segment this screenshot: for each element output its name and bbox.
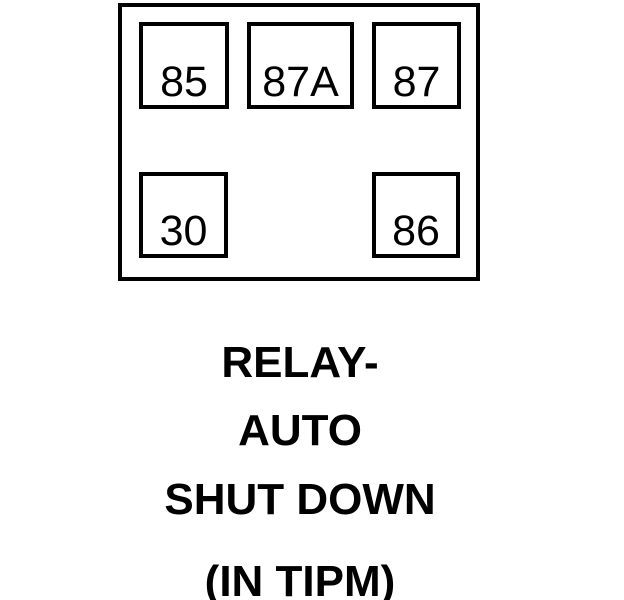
caption-line-auto: AUTO bbox=[238, 406, 362, 455]
caption-line-in-tipm: (IN TIPM) bbox=[204, 557, 396, 600]
pin-label-86: 86 bbox=[392, 207, 440, 255]
pin-square-85: 85 bbox=[139, 22, 229, 109]
pin-square-30: 30 bbox=[139, 172, 228, 258]
caption-line-shut-down: SHUT DOWN bbox=[164, 475, 436, 524]
pin-square-87a: 87A bbox=[247, 22, 354, 109]
caption-line-relay: RELAY- bbox=[221, 338, 379, 387]
pin-square-87: 87 bbox=[372, 22, 461, 109]
pin-square-86: 86 bbox=[372, 172, 460, 258]
pin-label-87: 87 bbox=[392, 58, 441, 106]
pin-label-87a: 87A bbox=[262, 58, 339, 106]
pin-label-30: 30 bbox=[159, 207, 208, 255]
pin-label-85: 85 bbox=[160, 58, 208, 106]
